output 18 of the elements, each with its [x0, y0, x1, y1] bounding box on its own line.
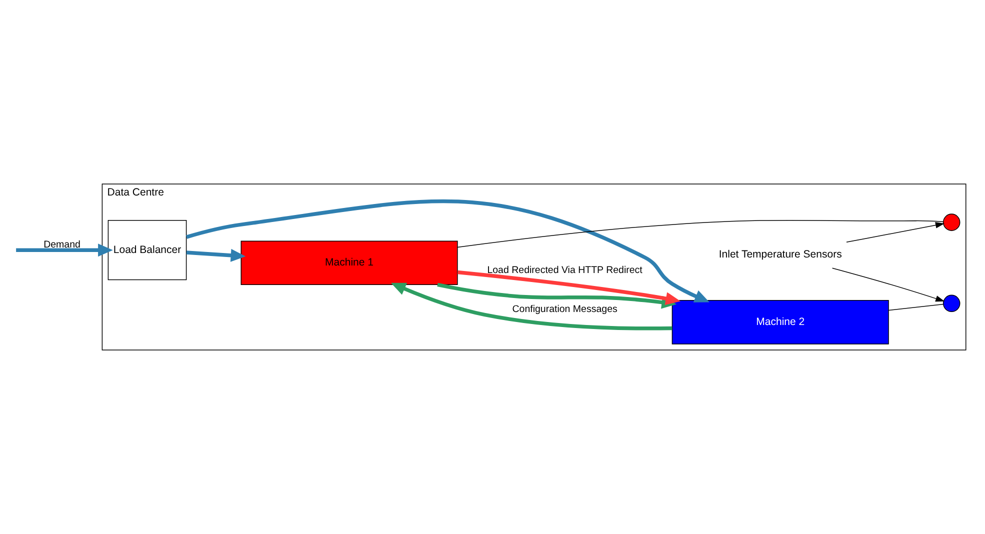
node-text: Inlet Temperature Sensors [718, 248, 842, 260]
edge-label: Configuration Messages [512, 304, 618, 315]
node-circle [942, 214, 960, 231]
edge-label: Demand [44, 239, 80, 250]
node-box: Machine 1 [240, 240, 458, 286]
arrow [186, 199, 710, 302]
arrow [832, 268, 945, 302]
connector [457, 220, 944, 248]
node-box: Load Balancer [108, 220, 187, 280]
arrow [390, 282, 672, 330]
arrow [457, 270, 681, 305]
edge-label: Load Redirected Via HTTP Redirect [487, 264, 642, 276]
arrow [16, 244, 113, 257]
arrow [846, 222, 945, 243]
node-box: Machine 2 [672, 300, 889, 344]
connector [888, 304, 944, 311]
arrow [186, 248, 246, 262]
node-circle [942, 294, 960, 312]
